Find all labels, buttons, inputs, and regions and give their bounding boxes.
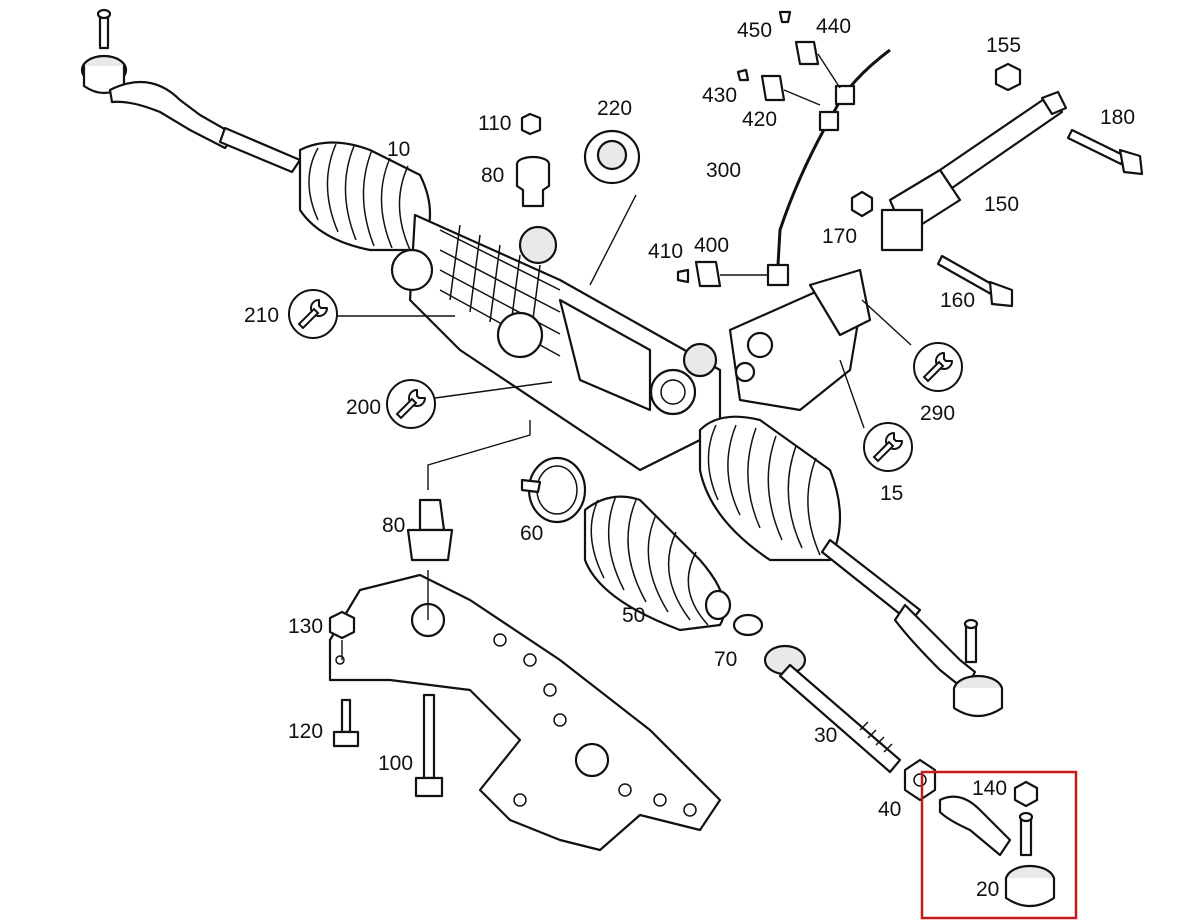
callout-160: 160 — [940, 289, 975, 312]
callout-200: 200 — [346, 396, 381, 419]
callout-40: 40 — [878, 798, 901, 821]
clip-70 — [732, 613, 764, 637]
callout-140: 140 — [972, 777, 1007, 800]
callout-440: 440 — [816, 15, 851, 38]
nut-110 — [520, 112, 542, 136]
steering-shaft-150 — [880, 90, 1068, 252]
callout-220: 220 — [597, 97, 632, 120]
mount-220 — [583, 129, 641, 185]
callout-50: 50 — [622, 604, 645, 627]
callout-300: 300 — [706, 159, 741, 182]
callout-400: 400 — [694, 234, 729, 257]
bushing-80-lower — [406, 498, 454, 562]
bolt-160 — [936, 254, 1014, 308]
clamp-60 — [520, 456, 587, 524]
callout-100: 100 — [378, 752, 413, 775]
callout-120: 120 — [288, 720, 323, 743]
inner-tie-rod-30 — [763, 644, 902, 774]
callout-155: 155 — [986, 34, 1021, 57]
tie-rod-end-left-upper — [80, 8, 302, 174]
callout-30: 30 — [814, 724, 837, 747]
connector-440 — [778, 10, 841, 89]
nut-130 — [328, 610, 356, 640]
steering-rack-assembly — [298, 141, 1004, 718]
callout-180: 180 — [1100, 106, 1135, 129]
callout-10: 10 — [387, 138, 410, 161]
callout-130: 130 — [288, 615, 323, 638]
leader-lines — [325, 194, 912, 660]
bolt-120 — [332, 698, 360, 748]
callout-70: 70 — [714, 648, 737, 671]
connector-400 — [676, 260, 768, 288]
bushing-80-upper — [515, 155, 551, 208]
callout-410: 410 — [648, 240, 683, 263]
bolt-100 — [414, 693, 444, 798]
callout-170: 170 — [822, 225, 857, 248]
wiring-harness-300 — [766, 48, 891, 287]
callout-150: 150 — [984, 193, 1019, 216]
nut-40 — [903, 758, 937, 802]
callout-20: 20 — [976, 878, 999, 901]
callout-430: 430 — [702, 84, 737, 107]
callout-420: 420 — [742, 108, 777, 131]
callout-labels: 10 15 20 30 40 50 60 70 80 80 100 110 12… — [244, 15, 1135, 901]
torque-spec-200 — [386, 379, 436, 429]
callout-15: 15 — [880, 482, 903, 505]
bolt-180 — [1066, 128, 1144, 176]
boot-50 — [583, 495, 732, 632]
highlight-box — [920, 770, 1078, 920]
callout-60: 60 — [520, 522, 543, 545]
torque-spec-290 — [913, 342, 963, 392]
callout-290: 290 — [920, 402, 955, 425]
tie-rod-end-20 — [938, 795, 1056, 908]
callout-450: 450 — [737, 19, 772, 42]
callout-80a: 80 — [481, 164, 504, 187]
callout-210: 210 — [244, 304, 279, 327]
nut-170 — [850, 190, 874, 218]
nut-140 — [1013, 780, 1039, 808]
nut-155 — [994, 62, 1022, 92]
torque-spec-15 — [863, 422, 913, 472]
callout-80b: 80 — [382, 514, 405, 537]
torque-spec-210 — [288, 289, 338, 339]
callout-110: 110 — [478, 112, 511, 135]
connector-420 — [736, 68, 821, 106]
